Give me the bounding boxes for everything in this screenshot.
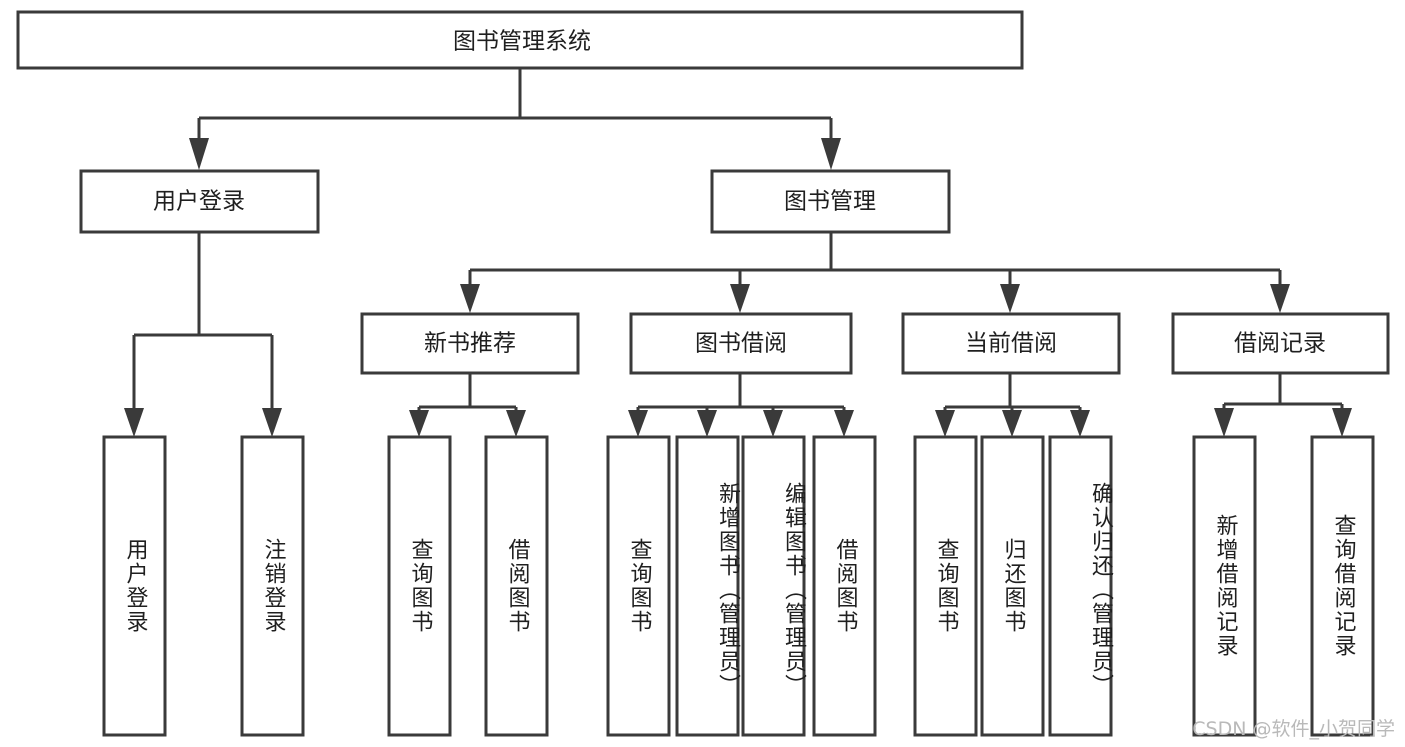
node-new-book-recommend[interactable]: 新书推荐 bbox=[360, 312, 580, 375]
node-label-user-login: 用户登录 bbox=[153, 189, 245, 215]
node-label-book-borrow: 图书借阅 bbox=[695, 331, 787, 357]
leaf-rect-confirm-return-admin[interactable] bbox=[1048, 435, 1113, 737]
node-book-borrow[interactable]: 图书借阅 bbox=[629, 312, 853, 375]
connector-group-current-borrow bbox=[935, 373, 1090, 437]
arrow-head-book-manage bbox=[821, 138, 841, 170]
leaf-label-borrow-book-2: 借阅图书 bbox=[832, 538, 858, 634]
node-rect-user-login[interactable] bbox=[79, 169, 320, 234]
leaf-rect-logout-login[interactable] bbox=[240, 435, 305, 737]
node-rect-book-manage[interactable] bbox=[710, 169, 951, 234]
connector-group-book-borrow bbox=[628, 373, 854, 437]
connector-group-root bbox=[189, 68, 841, 170]
leaf-label-edit-book-admin: 编辑图书（管理员） bbox=[781, 482, 806, 698]
leaf-label-logout-login: 注销登录 bbox=[260, 538, 286, 634]
arrow-head-leaf-query-book-3 bbox=[935, 410, 955, 437]
leaf-label-add-borrow-record: 新增借阅记录 bbox=[1212, 514, 1238, 658]
connector-group-new-book-recommend bbox=[409, 373, 526, 437]
node-user-login[interactable]: 用户登录 bbox=[79, 169, 320, 234]
arrow-head-new-book-recommend bbox=[460, 284, 480, 313]
leaf-label-add-book-admin: 新增图书（管理员） bbox=[715, 482, 740, 698]
connector-group-borrow-record bbox=[1214, 373, 1352, 437]
arrow-head-user-login bbox=[189, 138, 209, 170]
arrow-head-leaf-borrow-book-1 bbox=[506, 410, 526, 437]
connector-group-user-login bbox=[124, 232, 282, 437]
leaf-label-query-book-2: 查询图书 bbox=[626, 538, 652, 634]
node-rect-new-book-recommend[interactable] bbox=[360, 312, 580, 375]
leaf-rect-add-borrow-record[interactable] bbox=[1192, 435, 1257, 737]
arrow-head-book-borrow bbox=[730, 284, 750, 313]
arrow-head-leaf-return-book bbox=[1002, 410, 1022, 437]
arrow-head-leaf-query-borrow-record bbox=[1332, 408, 1352, 437]
node-current-borrow[interactable]: 当前借阅 bbox=[901, 312, 1121, 375]
arrow-head-leaf-user-login bbox=[124, 408, 144, 437]
csdn-watermark: CSDN @软件_小贺同学 bbox=[1192, 718, 1395, 740]
node-label-root: 图书管理系统 bbox=[453, 29, 591, 55]
leaf-label-query-book-1: 查询图书 bbox=[407, 538, 433, 634]
arrow-head-leaf-borrow-book-2 bbox=[834, 410, 854, 437]
leaf-rect-query-book-1[interactable] bbox=[387, 435, 452, 737]
node-rect-book-borrow[interactable] bbox=[629, 312, 853, 375]
arrow-head-leaf-edit-book-admin bbox=[763, 410, 783, 437]
arrow-head-leaf-query-book-1 bbox=[409, 410, 429, 437]
leaf-rect-borrow-book-2[interactable] bbox=[812, 435, 877, 737]
leaf-rect-edit-book-admin[interactable] bbox=[741, 435, 806, 737]
leaf-rect-add-book-admin[interactable] bbox=[675, 435, 740, 737]
leaf-rect-query-borrow-record[interactable] bbox=[1310, 435, 1375, 737]
node-rect-current-borrow[interactable] bbox=[901, 312, 1121, 375]
node-label-current-borrow: 当前借阅 bbox=[965, 331, 1057, 357]
arrow-head-leaf-query-book-2 bbox=[628, 410, 648, 437]
node-label-borrow-record: 借阅记录 bbox=[1234, 331, 1326, 357]
leaf-label-return-book: 归还图书 bbox=[1000, 538, 1026, 634]
arrow-head-borrow-record bbox=[1270, 284, 1290, 313]
arrow-head-leaf-confirm-return-admin bbox=[1070, 410, 1090, 437]
connector-group-book-manage bbox=[460, 232, 1290, 313]
leaf-label-query-borrow-record: 查询借阅记录 bbox=[1330, 514, 1356, 658]
arrow-head-current-borrow bbox=[1000, 284, 1020, 313]
leaf-rect-query-book-3[interactable] bbox=[913, 435, 978, 737]
node-rect-borrow-record[interactable] bbox=[1171, 312, 1390, 375]
leaf-rect-return-book[interactable] bbox=[980, 435, 1045, 737]
node-label-book-manage: 图书管理 bbox=[784, 189, 876, 215]
leaf-rect-borrow-book-1[interactable] bbox=[484, 435, 549, 737]
arrow-head-leaf-logout-login bbox=[262, 408, 282, 437]
node-book-management-system[interactable]: 图书管理系统 bbox=[16, 10, 1024, 70]
node-label-new-book-recommend: 新书推荐 bbox=[424, 331, 516, 357]
leaf-label-borrow-book-1: 借阅图书 bbox=[504, 538, 530, 634]
leaf-rect-user-login[interactable] bbox=[102, 435, 167, 737]
leaf-rect-query-book-2[interactable] bbox=[606, 435, 671, 737]
node-borrow-record[interactable]: 借阅记录 bbox=[1171, 312, 1390, 375]
leaf-rect-group bbox=[102, 435, 1375, 737]
arrow-head-leaf-add-book-admin bbox=[697, 410, 717, 437]
leaf-label-confirm-return-admin: 确认归还（管理员） bbox=[1088, 482, 1113, 698]
node-rect-root[interactable] bbox=[16, 10, 1024, 70]
arrow-head-leaf-add-borrow-record bbox=[1214, 408, 1234, 437]
leaf-label-query-book-3: 查询图书 bbox=[933, 538, 959, 634]
leaf-label-user-login: 用户登录 bbox=[122, 538, 148, 634]
node-book-manage[interactable]: 图书管理 bbox=[710, 169, 951, 234]
